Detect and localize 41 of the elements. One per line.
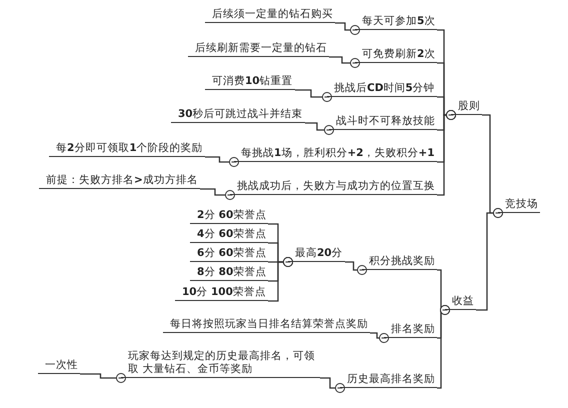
topic-label: 一次性 — [38, 359, 80, 374]
topic-label: 挑战成功后，失败方与成功方的位置互换 — [230, 180, 437, 195]
topic-label: 后续刷新需要一定量的钻石 — [188, 42, 329, 57]
topic-label: 排名奖励 — [384, 323, 437, 338]
connector-line — [200, 188, 235, 200]
topic-label: 10分 100荣誉点 — [175, 286, 268, 301]
connector-line — [320, 377, 345, 393]
topic-label: 前提：失败方排名>成功方排名 — [39, 174, 200, 189]
topic-label: 2分 60荣誉点 — [190, 209, 268, 224]
topic-label: 积分挑战奖励 — [362, 255, 437, 270]
connector-line — [329, 56, 360, 68]
connector-line — [370, 332, 389, 343]
connector-line — [205, 156, 239, 167]
topic-label: 最高20分 — [288, 247, 345, 262]
topic-label: 玩家每达到规定的历史最高排名，可领取 大量钻石、金币等奖励 — [121, 350, 320, 378]
connector-line — [305, 122, 334, 135]
topic-label: 4分 60荣誉点 — [190, 228, 268, 243]
topic-label: 每2分即可领取1个阶段的奖励 — [49, 142, 205, 157]
topic-label: 8分 80荣誉点 — [190, 266, 268, 281]
topic-label: 战斗时不可释放技能 — [329, 115, 437, 130]
connector-line — [295, 89, 332, 102]
topic-label: 30秒后可跳过战斗并结束 — [171, 108, 305, 123]
topic-label: 6分 60荣誉点 — [190, 247, 268, 262]
topic-label: 可免费刷新2次 — [355, 48, 438, 63]
connector-line — [476, 208, 503, 311]
connector-line — [80, 373, 126, 383]
topic-label: 股则 — [451, 100, 482, 115]
connector-line — [268, 257, 293, 302]
connector-line — [335, 22, 360, 35]
connector-line — [437, 305, 450, 389]
topic-label: 每天可参加5次 — [355, 15, 438, 30]
topic-label: 每挑战1场，胜利积分+2，失败积分+1 — [234, 147, 437, 162]
topic-label: 后续须一定量的钻石购买 — [205, 8, 335, 23]
connector-line — [345, 261, 367, 275]
topic-label: 每日将按照玩家当日排名结算荣誉点奖励 — [163, 318, 370, 333]
topic-label: 挑战后CD时间5分钟 — [327, 82, 437, 97]
topic-label: 可消费10钻重置 — [205, 75, 295, 90]
topic-label: 历史最高排名奖励 — [340, 373, 437, 388]
topic-label: 竞技场 — [498, 198, 540, 213]
connector-line — [437, 110, 456, 196]
topic-label: 收益 — [445, 295, 476, 310]
